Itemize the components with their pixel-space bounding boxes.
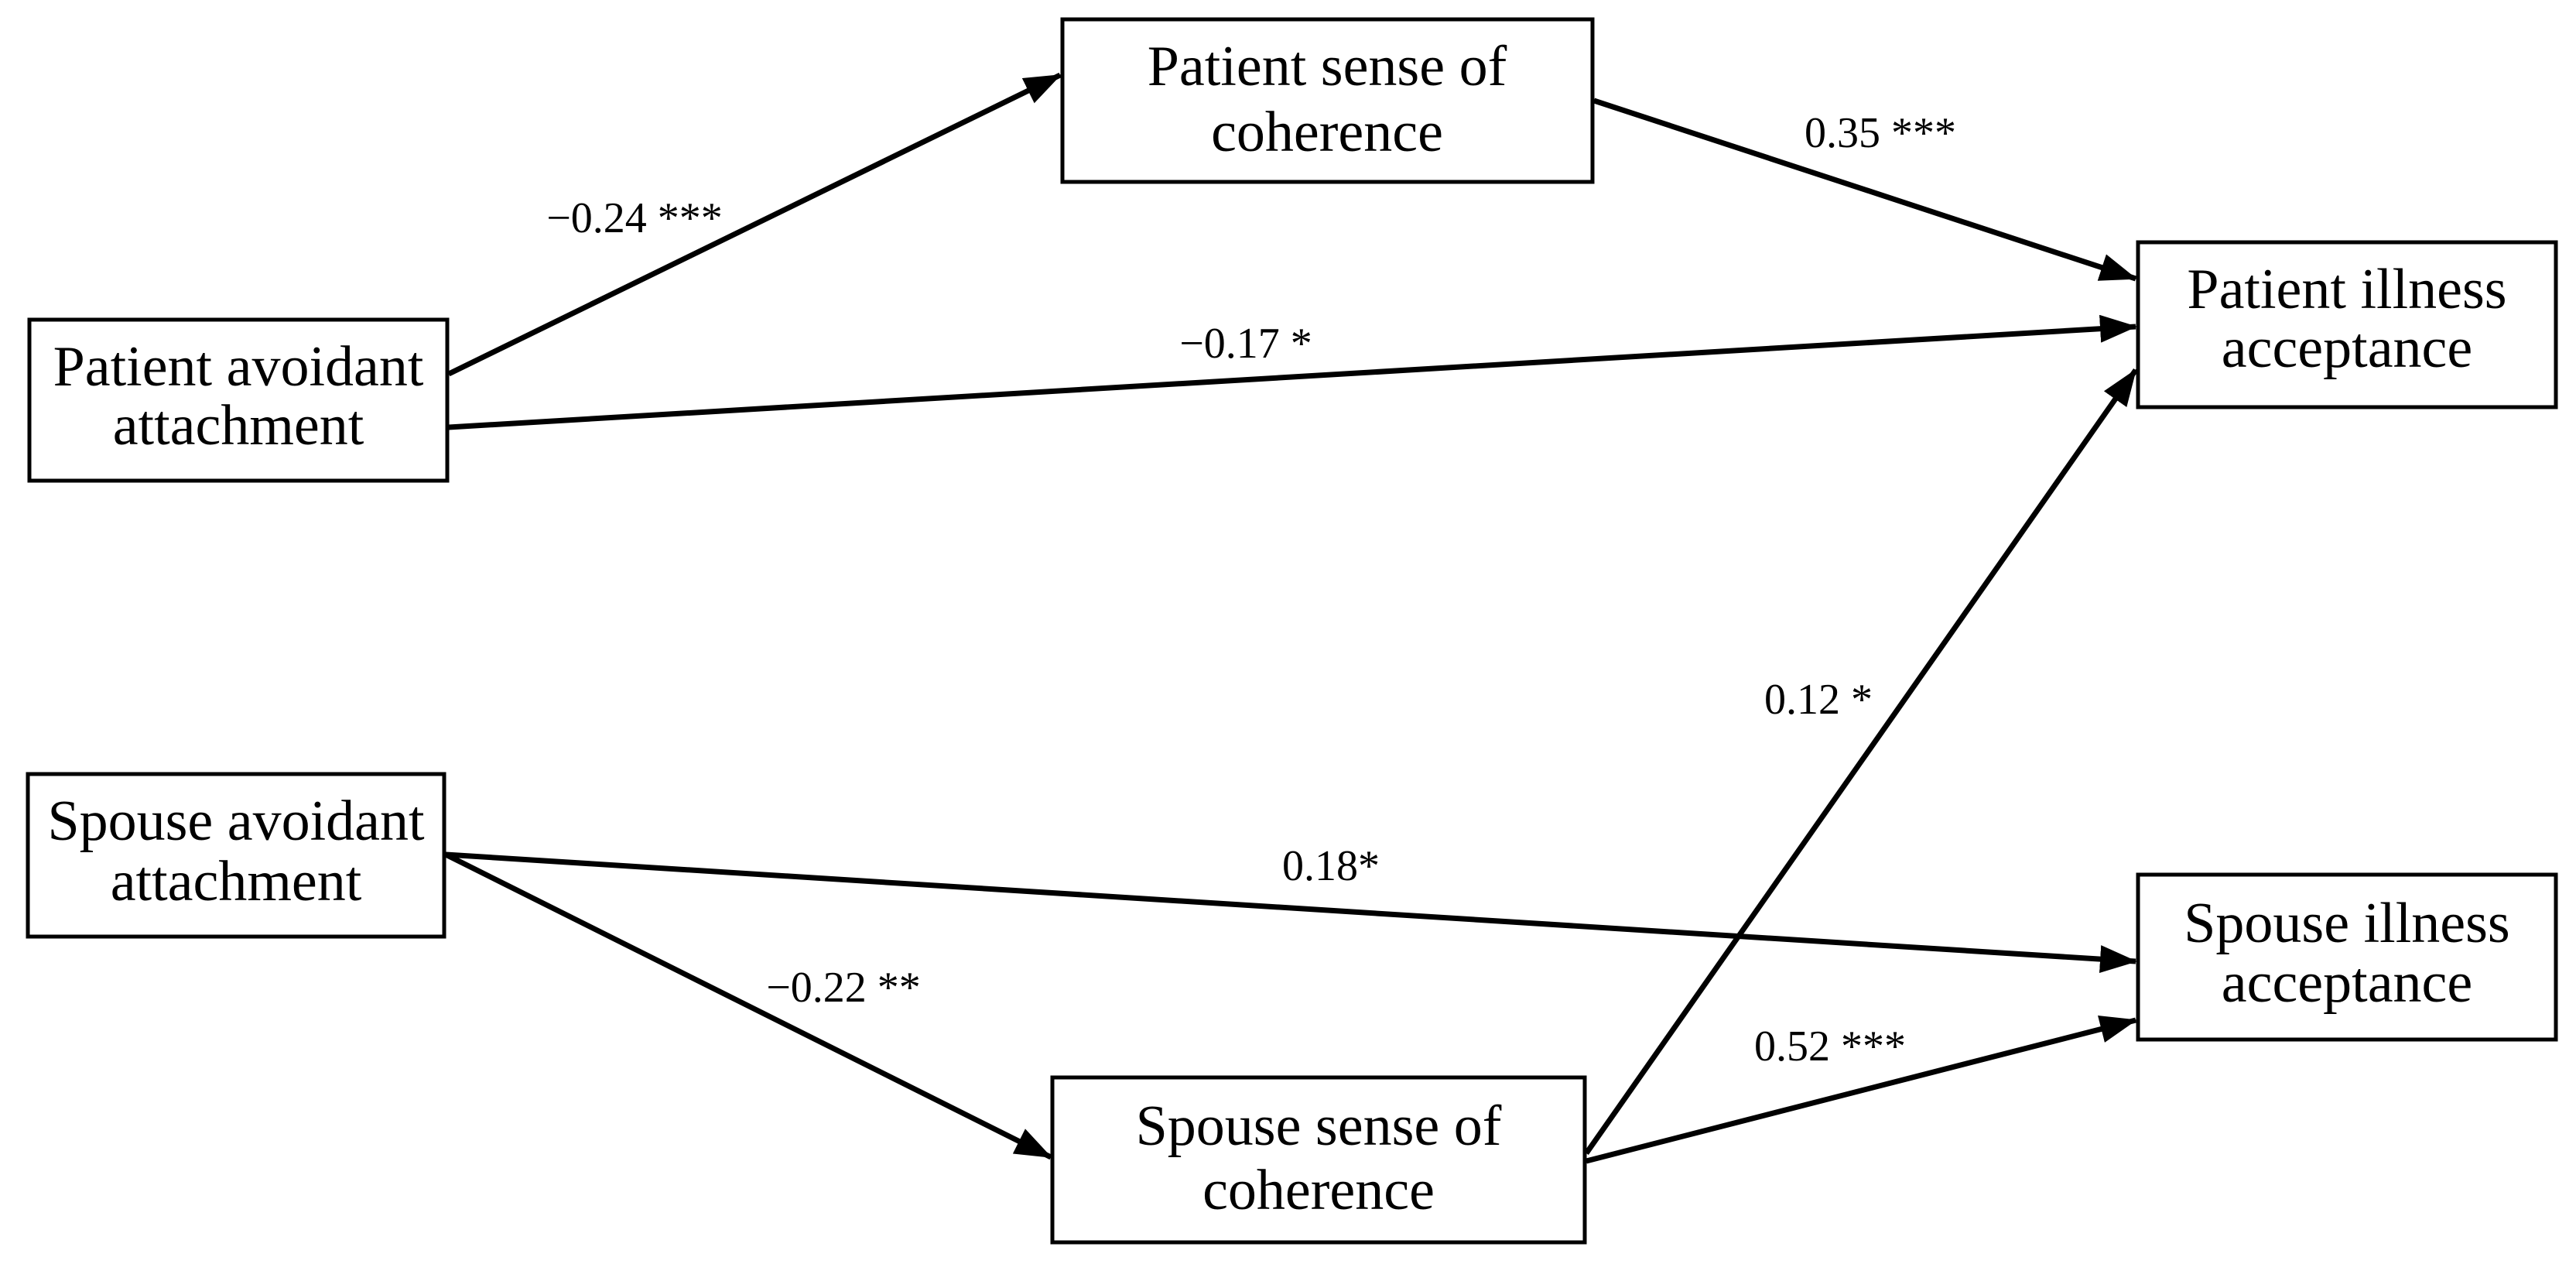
edge-patient-avoidant-to-patient-acceptance xyxy=(448,314,2137,430)
edge-spouse-avoidant-to-spouse-acceptance xyxy=(445,851,2137,974)
node-label-line1: Spouse sense of xyxy=(1136,1094,1502,1158)
node-label-line2: acceptance xyxy=(2222,951,2472,1015)
node-label-line2: attachment xyxy=(111,850,362,913)
label-patient-coherence-to-patient-acceptance: 0.35 *** xyxy=(1805,109,1956,157)
node-label-line1: Patient illness xyxy=(2187,258,2506,321)
label-patient-avoidant-to-patient-coherence: −0.24 *** xyxy=(546,194,723,242)
edge-spouse-coherence-to-patient-acceptance xyxy=(1584,368,2138,1156)
node-spouse-avoidant-attachment: Spouse avoidant attachment xyxy=(26,772,446,939)
node-patient-illness-acceptance: Patient illness acceptance xyxy=(2136,240,2558,409)
edge-patient-avoidant-to-patient-coherence xyxy=(447,72,1062,377)
node-patient-sense-of-coherence: Patient sense of coherence xyxy=(1060,17,1595,184)
label-spouse-coherence-to-patient-acceptance: 0.12 * xyxy=(1764,676,1873,724)
node-label-line2: attachment xyxy=(113,394,364,457)
edge-patient-coherence-to-patient-acceptance xyxy=(1592,98,2137,282)
node-patient-avoidant-attachment: Patient avoidant attachment xyxy=(27,317,450,483)
node-label-line1: Patient sense of xyxy=(1148,35,1507,98)
node-label-line1: Spouse illness xyxy=(2184,892,2509,955)
node-spouse-sense-of-coherence: Spouse sense of coherence xyxy=(1050,1075,1587,1245)
label-spouse-avoidant-to-spouse-acceptance: 0.18* xyxy=(1282,842,1380,890)
node-label-line2: coherence xyxy=(1202,1159,1435,1222)
edge-spouse-coherence-to-spouse-acceptance xyxy=(1586,1015,2137,1164)
label-patient-avoidant-to-patient-acceptance: −0.17 * xyxy=(1179,320,1312,368)
label-spouse-coherence-to-spouse-acceptance: 0.52 *** xyxy=(1754,1023,1906,1070)
node-label-line2: coherence xyxy=(1211,101,1443,164)
node-label-line1: Spouse avoidant xyxy=(47,790,425,853)
node-label-line2: acceptance xyxy=(2222,317,2472,380)
edge-spouse-avoidant-to-spouse-coherence xyxy=(444,851,1052,1160)
node-spouse-illness-acceptance: Spouse illness acceptance xyxy=(2136,872,2558,1042)
label-spouse-avoidant-to-spouse-coherence: −0.22 ** xyxy=(766,964,921,1012)
node-label-line1: Patient avoidant xyxy=(53,335,424,399)
